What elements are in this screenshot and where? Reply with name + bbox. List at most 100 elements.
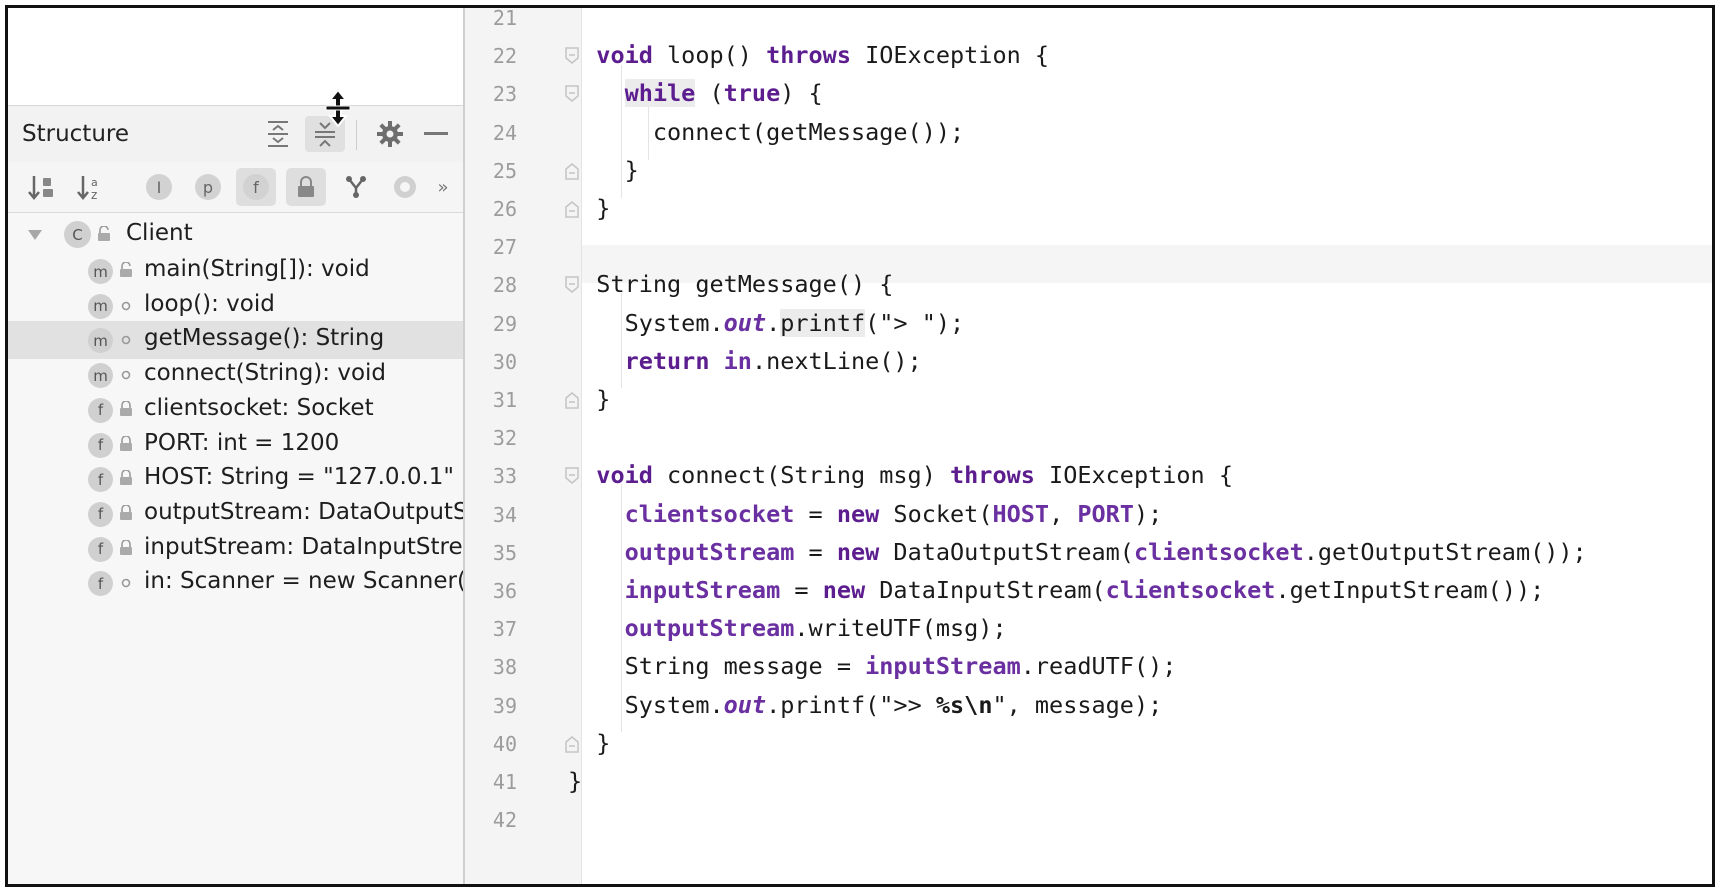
code-token: .nextLine(); xyxy=(751,346,922,375)
fold-end-icon[interactable] xyxy=(564,162,580,180)
code-token xyxy=(568,576,625,604)
field-icon: f xyxy=(88,536,113,562)
package-visibility-icon xyxy=(121,370,131,380)
line-number: 36 xyxy=(492,579,517,603)
fold-collapse-icon[interactable] xyxy=(564,85,580,103)
code-token: out xyxy=(723,308,767,337)
field-icon: f xyxy=(88,397,113,423)
private-visibility-icon xyxy=(120,470,132,486)
tree-member-item[interactable]: f inputStream: DataInputStream xyxy=(8,530,463,568)
fold-collapse-icon[interactable] xyxy=(564,47,580,65)
code-token: IOException { xyxy=(850,41,1050,70)
hide-panel-button[interactable] xyxy=(416,116,456,152)
code-token: ("> "); xyxy=(865,308,965,337)
code-line: void loop() throws IOException { xyxy=(568,36,1049,74)
panel-top-blank xyxy=(8,8,463,105)
package-visibility-icon xyxy=(121,336,131,345)
public-visibility-icon xyxy=(98,226,110,241)
code-token: throws xyxy=(950,461,1035,490)
header-separator xyxy=(356,120,357,150)
show-properties-button[interactable]: p xyxy=(188,168,228,206)
code-token: in xyxy=(723,346,752,375)
settings-button[interactable] xyxy=(370,116,410,152)
sort-alphabetically-icon: a z xyxy=(77,176,98,202)
indent-guide xyxy=(648,103,649,160)
code-editor[interactable]: void loop() throws IOException { while (… xyxy=(568,8,1712,884)
line-number: 26 xyxy=(492,197,517,221)
code-token xyxy=(568,461,596,489)
show-non-public-button[interactable] xyxy=(286,168,326,206)
public-visibility-icon xyxy=(120,262,132,277)
show-fields-button[interactable]: f xyxy=(236,168,276,206)
tree-member-item[interactable]: fin: Scanner = new Scanner(System.in) xyxy=(8,564,463,602)
member-label: in: Scanner = new Scanner(System.in) xyxy=(144,568,463,595)
fold-collapse-icon[interactable] xyxy=(564,467,580,485)
fold-collapse-icon[interactable] xyxy=(564,276,580,294)
panel-title: Structure xyxy=(22,121,129,147)
code-token: clientsocket xyxy=(1105,576,1276,604)
line-number: 28 xyxy=(492,273,517,298)
code-line: } xyxy=(568,151,639,189)
code-token: } xyxy=(568,728,611,757)
class-icon: C xyxy=(64,221,91,248)
structure-header: Structure xyxy=(8,105,463,163)
show-lambdas-button[interactable] xyxy=(336,168,376,206)
sort-by-visibility-icon xyxy=(28,176,53,200)
line-number: 42 xyxy=(492,808,517,833)
fold-end-icon[interactable] xyxy=(564,391,580,409)
more-toolbar-button[interactable]: » xyxy=(428,168,458,206)
field-icon: f xyxy=(88,501,113,527)
code-token: ( xyxy=(695,79,724,108)
indent-guide xyxy=(621,65,622,198)
code-token: } xyxy=(568,385,611,413)
member-label: PORT: int = 1200 xyxy=(144,429,340,456)
code-token: , xyxy=(1049,499,1078,528)
code-token: System. xyxy=(568,690,724,719)
code-token xyxy=(568,538,625,566)
method-icon: m xyxy=(88,363,113,389)
show-anonymous-button[interactable] xyxy=(385,168,425,206)
show-fields-icon: f xyxy=(243,174,269,200)
code-token: HOST xyxy=(992,499,1050,528)
code-token: PORT xyxy=(1077,499,1134,528)
private-visibility-icon xyxy=(120,435,132,451)
code-token: new xyxy=(836,499,880,528)
code-line: System.out.printf(">> %s\n", message); xyxy=(568,686,1163,724)
member-label: getMessage(): String xyxy=(144,325,385,352)
line-number: 37 xyxy=(492,617,517,642)
minimize-icon xyxy=(424,132,448,135)
sort-by-visibility-button[interactable] xyxy=(22,168,62,206)
method-icon: m xyxy=(88,259,113,284)
indent-guide xyxy=(621,293,622,388)
lock-icon xyxy=(298,176,314,197)
code-token: printf xyxy=(780,308,866,337)
line-number: 34 xyxy=(492,502,517,527)
panel-splitter[interactable] xyxy=(463,8,465,884)
expand-all-button[interactable] xyxy=(258,116,298,152)
code-token: .writeUTF(msg); xyxy=(794,614,1007,643)
code-token: System. xyxy=(568,308,724,337)
fold-end-icon[interactable] xyxy=(564,735,580,753)
code-token xyxy=(568,79,625,107)
show-inherited-button[interactable]: I xyxy=(139,168,179,206)
member-label: inputStream: DataInputStream xyxy=(144,533,463,560)
sort-alphabetically-button[interactable]: a z xyxy=(71,168,111,206)
fold-end-icon[interactable] xyxy=(564,200,580,218)
method-icon: m xyxy=(88,293,113,319)
collapse-all-icon xyxy=(315,122,335,147)
tree-root-client[interactable]: C Client xyxy=(8,216,463,254)
package-visibility-icon xyxy=(121,301,131,310)
expand-arrow-icon[interactable] xyxy=(26,226,44,244)
code-token: clientsocket xyxy=(624,499,795,528)
code-line: return in.nextLine(); xyxy=(568,342,922,380)
code-token xyxy=(568,614,625,642)
